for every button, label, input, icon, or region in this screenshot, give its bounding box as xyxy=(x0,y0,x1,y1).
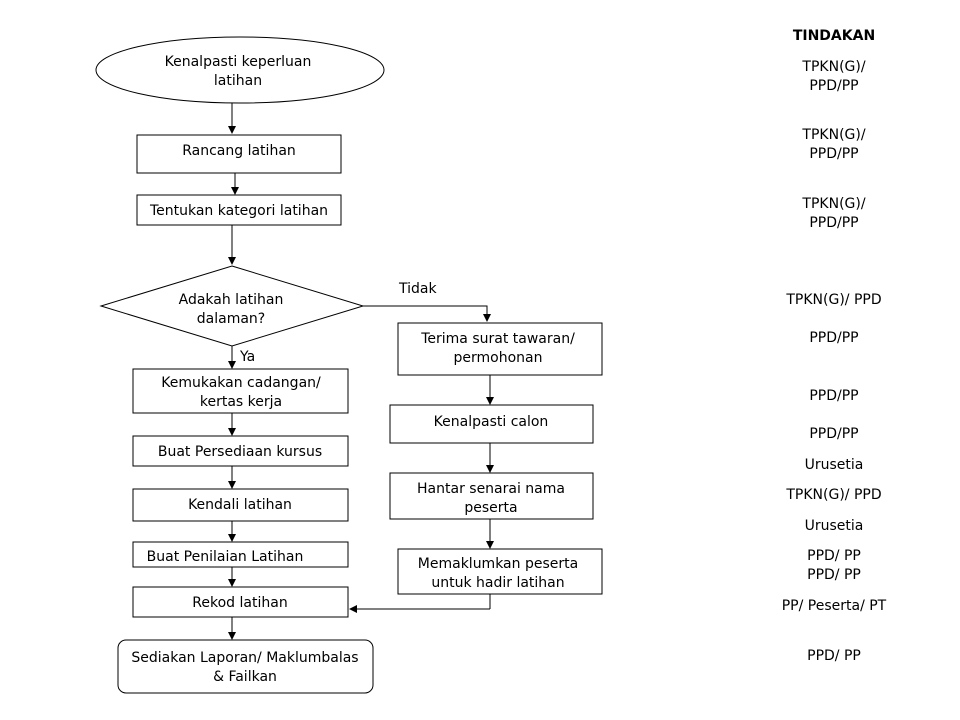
action-line: PPD/PP xyxy=(809,78,858,94)
action-line: TPKN(G)/ PPD xyxy=(785,487,881,503)
action-line: PPD/PP xyxy=(809,388,858,404)
node-text-line: peserta xyxy=(464,500,517,516)
action-line: TPKN(G)/ PPD xyxy=(785,292,881,308)
node-text-line: Kendali latihan xyxy=(188,497,292,513)
decision-diamond xyxy=(99,265,365,347)
action-line: PPD/PP xyxy=(809,146,858,162)
edge-decision-no xyxy=(363,305,491,322)
node-text-line: & Failkan xyxy=(213,669,277,685)
node-text-line: Kenalpasti calon xyxy=(434,414,549,430)
node-receive-offer: Terima surat tawaran/ permohonan xyxy=(397,322,603,376)
action-line: Urusetia xyxy=(805,518,864,534)
node-text-line: Kemukakan cadangan/ xyxy=(161,375,321,391)
node-control-training: Kendali latihan xyxy=(132,488,349,522)
node-text-line: kertas kerja xyxy=(200,394,282,410)
node-report-file: Sediakan Laporan/ Maklumbalas & Failkan xyxy=(117,639,374,694)
process-box xyxy=(132,541,349,568)
node-text-line: Buat Persediaan kursus xyxy=(158,444,322,460)
decision-no-label: Tidak xyxy=(398,281,437,297)
action-line: PPD/PP xyxy=(809,215,858,231)
node-internal-decision: Adakah latihan dalaman? xyxy=(99,265,365,347)
process-box xyxy=(132,586,349,618)
process-box xyxy=(389,404,594,444)
node-identify-needs: Kenalpasti keperluan latihan xyxy=(95,36,385,104)
action-line: TPKN(G)/ xyxy=(801,196,865,212)
action-line: PPD/ PP xyxy=(807,567,861,583)
process-box xyxy=(397,548,603,595)
node-set-category: Tentukan kategori latihan xyxy=(136,194,342,226)
process-box xyxy=(389,472,594,520)
node-text-line: Kenalpasti keperluan xyxy=(165,54,312,70)
node-evaluate-training: Buat Penilaian Latihan xyxy=(132,541,349,568)
node-propose-paper: Kemukakan cadangan/ kertas kerja xyxy=(132,368,349,414)
node-text-line: untuk hadir latihan xyxy=(431,575,564,591)
node-send-participants: Hantar senarai nama peserta xyxy=(389,472,594,520)
action-line: PPD/ PP xyxy=(807,548,861,564)
node-text-line: Sediakan Laporan/ Maklumbalas xyxy=(131,650,358,666)
process-box xyxy=(136,194,342,226)
node-identify-candidates: Kenalpasti calon xyxy=(389,404,594,444)
action-line: TPKN(G)/ xyxy=(801,59,865,75)
node-text-line: Buat Penilaian Latihan xyxy=(147,549,304,565)
process-box xyxy=(132,435,349,467)
node-text-line: dalaman? xyxy=(197,311,265,327)
actions-column: TINDAKAN TPKN(G)/ PPD/PP TPKN(G)/ PPD/PP… xyxy=(782,28,887,664)
flow-connectors xyxy=(228,103,494,640)
node-text-line: Tentukan kategori latihan xyxy=(149,203,328,219)
process-box xyxy=(136,134,342,174)
process-box xyxy=(397,322,603,376)
decision-yes-label: Ya xyxy=(239,349,255,365)
node-text-line: Memaklumkan peserta xyxy=(418,556,578,572)
node-design-training: Rancang latihan xyxy=(136,134,342,174)
terminal-box xyxy=(117,639,374,694)
action-line: PPD/PP xyxy=(809,426,858,442)
node-prepare-course: Buat Persediaan kursus xyxy=(132,435,349,467)
action-line: PP/ Peserta/ PT xyxy=(782,598,887,614)
process-box xyxy=(132,488,349,522)
process-box xyxy=(132,368,349,414)
node-text-line: Adakah latihan xyxy=(179,292,284,308)
action-line: PPD/PP xyxy=(809,330,858,346)
node-text-line: permohonan xyxy=(454,350,543,366)
node-text-line: Terima surat tawaran/ xyxy=(420,331,575,347)
action-line: TPKN(G)/ xyxy=(801,127,865,143)
node-record-training: Rekod latihan xyxy=(132,586,349,618)
actions-column-header: TINDAKAN xyxy=(793,28,875,44)
node-text-line: Rancang latihan xyxy=(182,143,296,159)
node-notify-participants: Memaklumkan peserta untuk hadir latihan xyxy=(397,548,603,595)
action-line: PPD/ PP xyxy=(807,648,861,664)
node-text-line: Hantar senarai nama xyxy=(417,481,565,497)
node-text-line: latihan xyxy=(214,73,262,89)
start-ellipse xyxy=(95,36,385,104)
action-line: Urusetia xyxy=(805,457,864,473)
node-text-line: Rekod latihan xyxy=(192,595,287,611)
